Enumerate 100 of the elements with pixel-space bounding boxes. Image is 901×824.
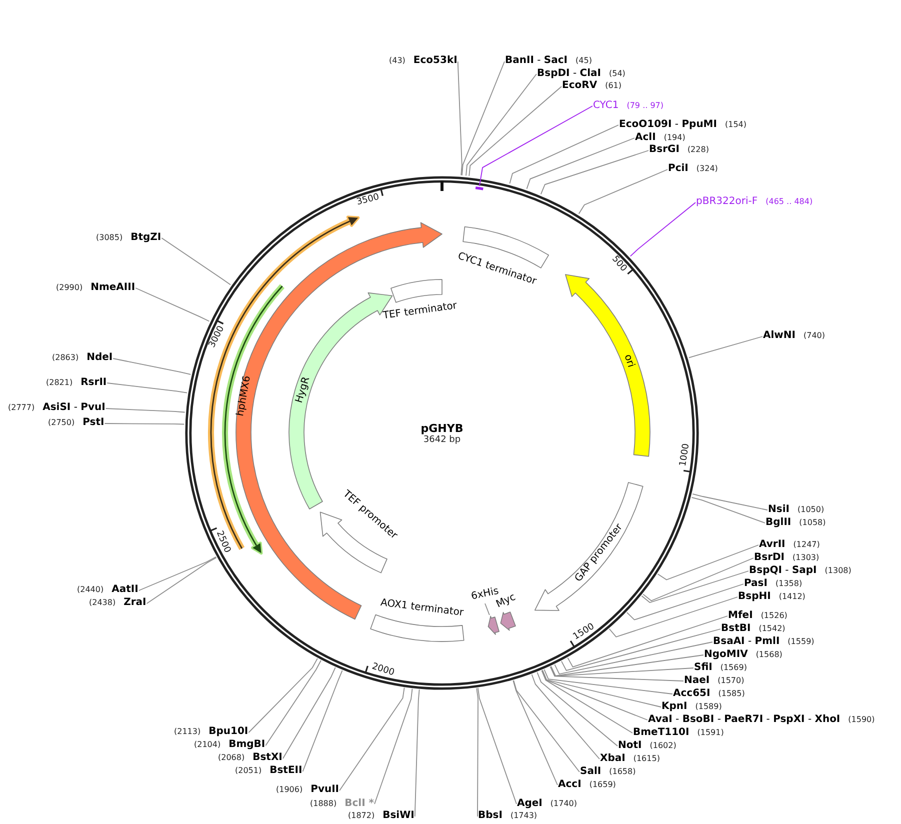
cut-position: (2438) (89, 597, 116, 609)
cut-position: (54) (608, 68, 626, 80)
enzyme-name: NotI (618, 740, 642, 752)
cut-position: (1358) (775, 578, 802, 590)
enzyme-name: SfiI (694, 662, 712, 674)
leader-line (526, 138, 635, 190)
leader-line (462, 61, 505, 176)
leader-line (561, 628, 721, 672)
cut-position: (228) (687, 144, 709, 156)
cut-position: (2777) (8, 402, 35, 414)
tick-label: 1000 (678, 442, 692, 467)
enzyme-name: BspQI - SapI (749, 564, 817, 576)
enzyme-name: BsiWI (382, 810, 414, 822)
leader-line (512, 680, 558, 786)
enzyme-name: AvrII (759, 538, 786, 550)
cut-position: (1247) (793, 538, 820, 550)
cut-position: (1412) (778, 590, 806, 602)
leader-line (540, 150, 649, 195)
cut-position: (1585) (718, 688, 745, 700)
feature-label: hphMX6 (235, 374, 253, 418)
leader-line (105, 408, 186, 413)
enzyme-name: SalI (580, 766, 602, 778)
leader-line (641, 570, 749, 604)
cut-position: (2440) (77, 584, 104, 596)
enzyme-name: Bpu10I (208, 726, 248, 738)
leader-line (630, 202, 696, 257)
leader-line (550, 666, 694, 676)
cut-position: (154) (724, 118, 746, 130)
enzyme-name: ZraI (124, 597, 146, 609)
enzyme-name: EcoRV (562, 80, 598, 92)
enzyme-name: BmeT110I (633, 726, 690, 738)
enzyme-name: NgoMIV (704, 648, 748, 660)
enzyme-name: BstEII (270, 765, 302, 777)
cut-position: (45) (576, 55, 592, 67)
enzyme-name: PvuII (310, 784, 340, 796)
feature-label: ori (622, 353, 636, 369)
enzyme-name: PciI (668, 163, 688, 175)
enzyme-name: Acc65I (673, 688, 710, 700)
leader-line (104, 423, 185, 425)
enzyme-name: BglII (766, 516, 792, 528)
cut-position: (1542) (758, 622, 786, 634)
cut-position: (1740) (550, 798, 578, 810)
enzyme-name: AccI (558, 778, 582, 790)
enzyme-name: AgeI (517, 798, 542, 810)
leader-line (161, 238, 231, 286)
cut-position: (194) (664, 132, 686, 144)
leader-line (608, 596, 738, 638)
cut-position: (1591) (697, 726, 724, 738)
enzyme-name: PstI (82, 417, 104, 429)
leader-line (374, 688, 413, 804)
enzyme-name: AclI (635, 132, 656, 144)
enzyme-name: BspHI (738, 590, 771, 602)
enzyme-name: AlwNI (763, 330, 796, 342)
leader-line (112, 358, 192, 375)
enzyme-name: NdeI (86, 352, 113, 364)
plasmid-name: pGHYB (420, 422, 464, 434)
cut-position: (2990) (56, 282, 83, 294)
tick-label: 3500 (355, 192, 380, 208)
tick-label: 2000 (370, 661, 396, 678)
feature-label: TEF terminator (382, 300, 458, 322)
leader-line (567, 616, 728, 668)
enzyme-name: NmeAIII (90, 282, 136, 294)
enzyme-name: BspDI - ClaI (537, 68, 601, 80)
cut-position: (1602) (650, 740, 676, 752)
cut-position: (1050) (797, 504, 824, 516)
cut-position: (2863) (52, 352, 79, 364)
leader-line (135, 288, 210, 322)
cut-position: (1872) (348, 810, 375, 822)
cut-position: (1888) (310, 798, 337, 810)
leader-line (542, 670, 648, 720)
cut-position: (1906) (276, 784, 303, 796)
enzyme-name: RsrII (80, 376, 107, 388)
cut-position: (1615) (633, 752, 660, 764)
leader-line (626, 584, 744, 620)
cut-position: (3085) (96, 232, 123, 244)
enzyme-name: NsiI (768, 504, 790, 516)
enzyme-name: AvaI - BsoBI - PaeR7I - PspXI - XhoI (648, 714, 840, 726)
enzyme-name: PasI (744, 578, 768, 590)
leader-line (550, 654, 704, 676)
leader-line (248, 658, 318, 733)
enzyme-name: BtgZI (130, 232, 162, 244)
leader-line (541, 670, 633, 734)
enzyme-name: Eco53kI (413, 55, 458, 67)
enzyme-name: BclI * (344, 798, 374, 810)
cut-position: (2113) (174, 726, 201, 738)
primer-name: CYC1 (593, 100, 619, 112)
feature-label: HygR (294, 376, 312, 404)
enzyme-name: BanII - SacI (505, 55, 568, 67)
primer-position: (79 .. 97) (626, 100, 664, 112)
leader-line (476, 688, 478, 817)
enzyme-name: XbaI (600, 752, 626, 764)
cut-position: (1303) (792, 552, 820, 564)
leader-line (414, 689, 420, 817)
leader-line (509, 124, 619, 184)
leader-line (302, 670, 343, 772)
leader-line (146, 557, 217, 604)
leader-line (691, 497, 766, 524)
enzyme-name: BsaAI - PmlI (713, 636, 780, 648)
enzyme-name: BbsI (478, 810, 502, 822)
leader-line (578, 169, 668, 214)
